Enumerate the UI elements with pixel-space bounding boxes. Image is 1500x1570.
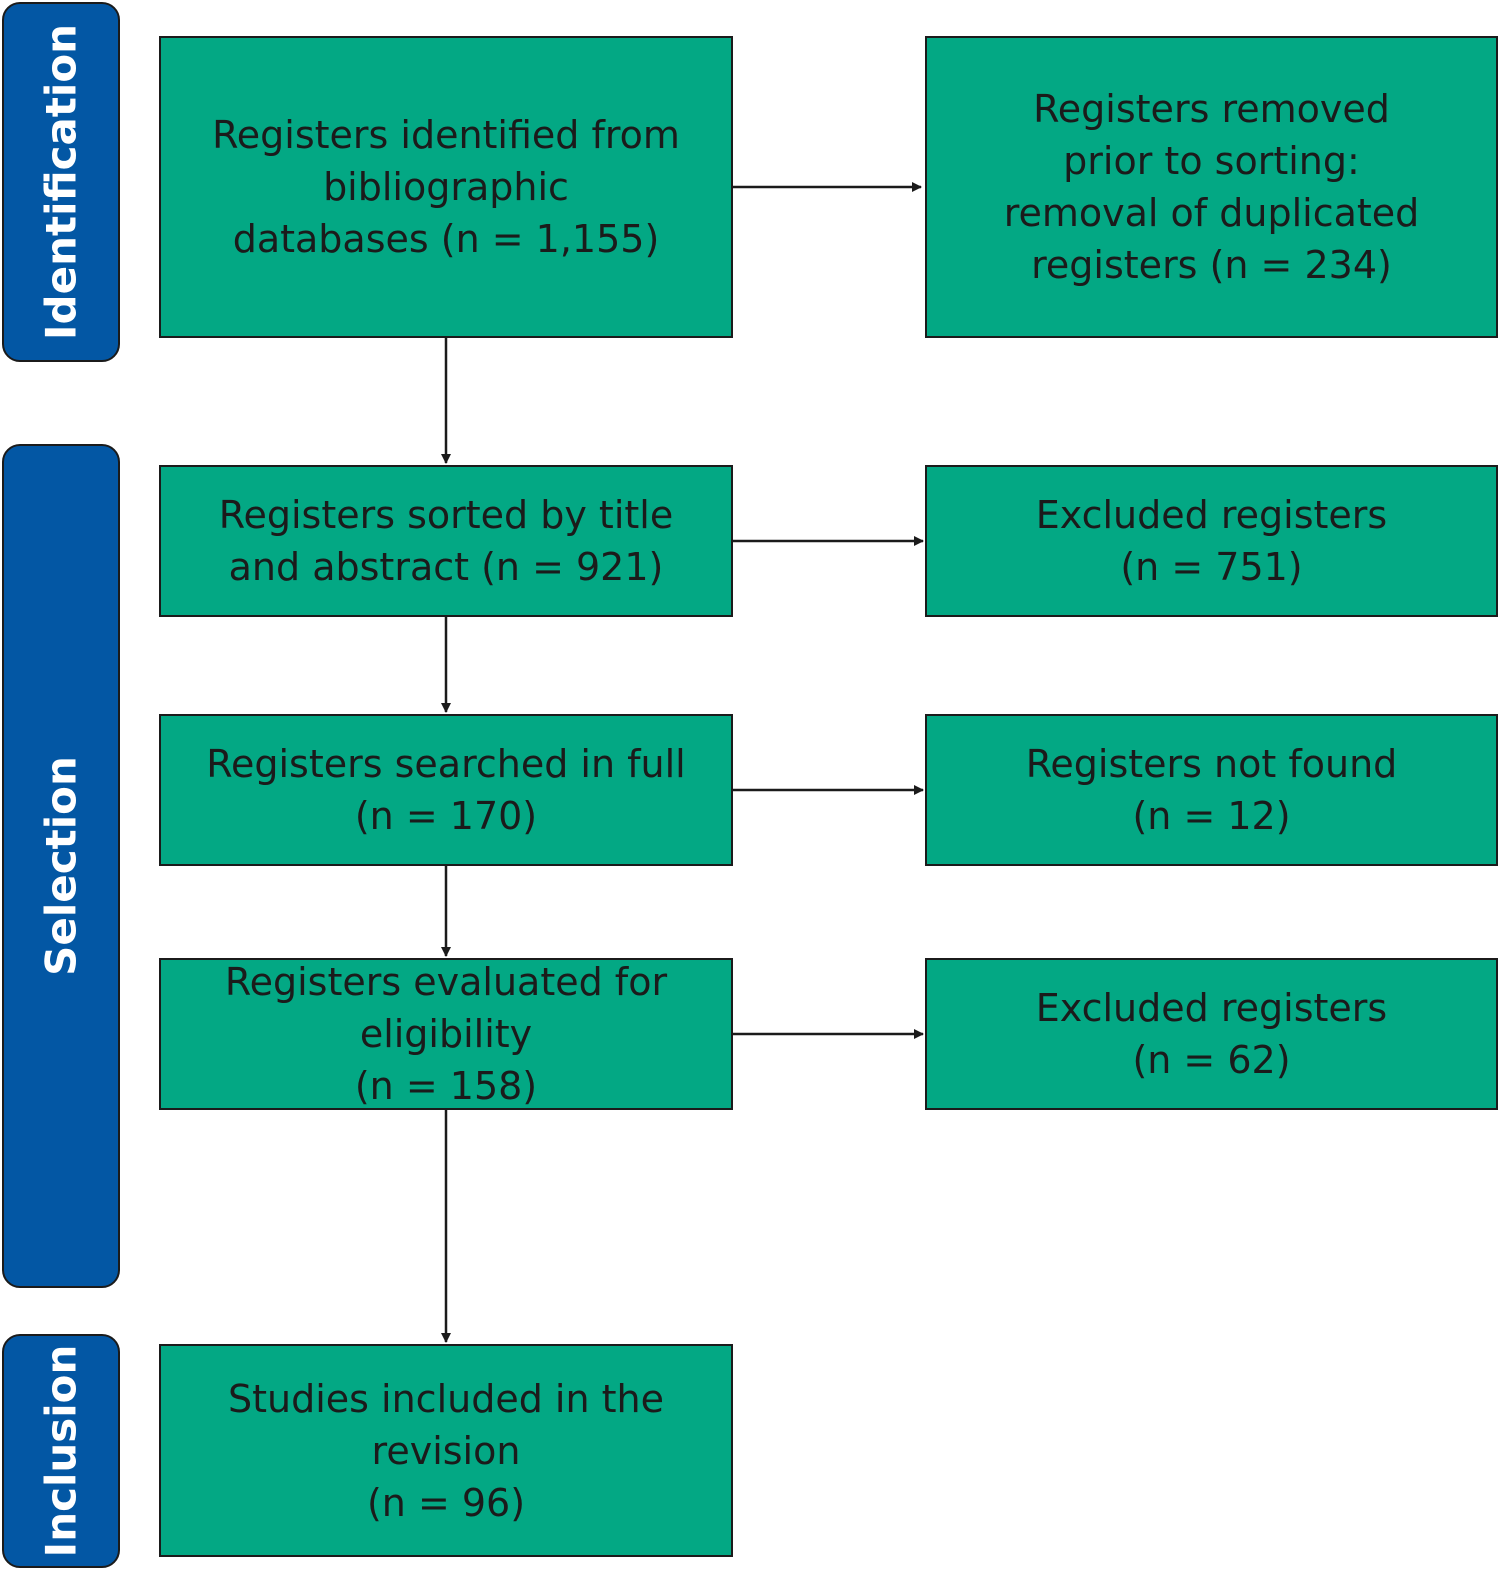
box-excluded-screening: Excluded registers (n = 751) xyxy=(925,465,1498,617)
box-records-not-found-text: Registers not found (n = 12) xyxy=(1025,742,1398,838)
box-records-identified-text: Registers identified from bibliographic … xyxy=(212,113,680,261)
box-excluded-eligibility: Excluded registers (n = 62) xyxy=(925,958,1498,1110)
box-records-searched-text: Registers searched in full (n = 170) xyxy=(206,742,686,838)
box-studies-included: Studies included in the revision (n = 96… xyxy=(159,1344,733,1557)
box-records-removed-text: Registers removed prior to sorting: remo… xyxy=(1003,87,1420,287)
box-records-not-found: Registers not found (n = 12) xyxy=(925,714,1498,866)
phase-selection: Selection xyxy=(2,444,120,1288)
box-records-sorted-text: Registers sorted by title and abstract (… xyxy=(218,493,674,589)
box-records-searched: Registers searched in full (n = 170) xyxy=(159,714,733,866)
phase-inclusion: Inclusion xyxy=(2,1334,120,1568)
box-records-identified: Registers identified from bibliographic … xyxy=(159,36,733,338)
box-excluded-screening-text: Excluded registers (n = 751) xyxy=(1035,493,1388,589)
box-records-sorted: Registers sorted by title and abstract (… xyxy=(159,465,733,617)
box-records-evaluated-text: Registers evaluated for eligibility (n =… xyxy=(224,960,668,1108)
box-records-evaluated: Registers evaluated for eligibility (n =… xyxy=(159,958,733,1110)
phase-identification: Identification xyxy=(2,2,120,362)
box-records-removed: Registers removed prior to sorting: remo… xyxy=(925,36,1498,338)
box-studies-included-text: Studies included in the revision (n = 96… xyxy=(228,1376,664,1525)
box-excluded-eligibility-text: Excluded registers (n = 62) xyxy=(1035,986,1388,1082)
